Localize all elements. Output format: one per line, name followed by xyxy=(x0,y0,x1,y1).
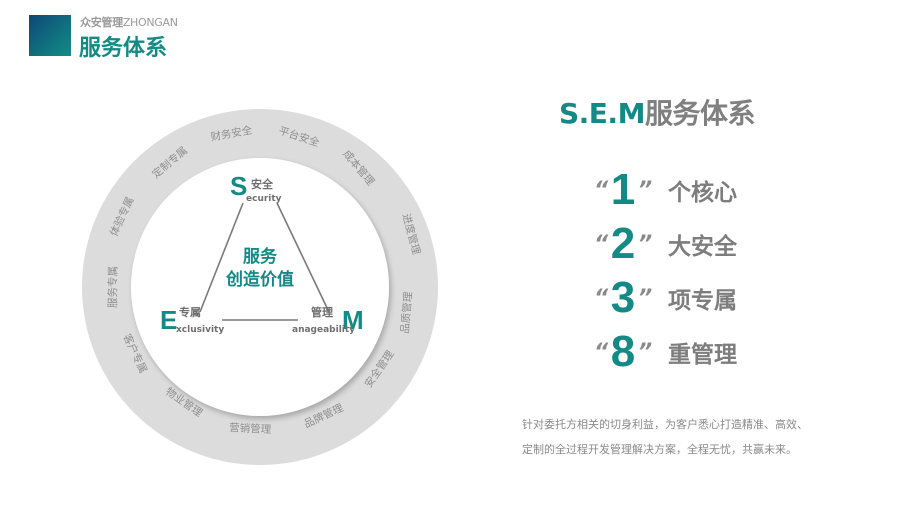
node-cn: 安全 xyxy=(251,177,274,191)
quote-close: ” xyxy=(638,285,653,311)
company-cn: 众安管理 xyxy=(80,16,123,29)
description-line: 定制的全过程开发管理解决方案，全程无忧，共赢未来。 xyxy=(522,443,797,456)
node-letter: E xyxy=(160,305,177,335)
stat-label: 重管理 xyxy=(668,342,737,368)
node-rest: anageability xyxy=(292,325,355,335)
ring-item: 服务专属 xyxy=(106,266,119,308)
description: 针对委托方相关的切身利益，为客户悉心打造精准、高效、 定制的全过程开发管理解决方… xyxy=(522,412,842,462)
company-name: 众安管理ZHONGAN xyxy=(80,14,178,30)
triangle-edge-sm xyxy=(276,202,330,313)
ring-item: 品质管理 xyxy=(398,291,415,334)
node-cn: 专属 xyxy=(179,305,201,319)
node-letter: M xyxy=(342,305,364,335)
center-text-line1: 服务 xyxy=(243,246,278,267)
quote-open: “ xyxy=(594,231,609,257)
stat-label: 大安全 xyxy=(668,234,737,260)
stat-number: 1 xyxy=(610,165,636,214)
quote-open: “ xyxy=(594,285,609,311)
stat-number: 3 xyxy=(610,273,636,322)
sem-ring-diagram: 财务安全 平台安全 成本管理 进度管理 品质管理 安全管理 品牌管理 营销管理 … xyxy=(80,107,440,467)
ring-graphic: 财务安全 平台安全 成本管理 进度管理 品质管理 安全管理 品牌管理 营销管理 … xyxy=(82,109,438,465)
quote-open: “ xyxy=(594,177,609,203)
stat-item: “ 8 ” 重管理 xyxy=(594,327,737,377)
stat-item: “ 2 ” 大安全 xyxy=(594,219,737,269)
quote-close: ” xyxy=(638,177,653,203)
stat-item: “ 1 ” 个核心 xyxy=(594,165,737,215)
stat-label: 个核心 xyxy=(668,180,737,206)
node-security: S 安全 ecurity xyxy=(230,171,282,204)
ring-item: 营销管理 xyxy=(229,421,272,436)
center-text-line2: 创造价值 xyxy=(225,269,294,290)
quote-close: ” xyxy=(638,339,653,365)
page-title: 服务体系 xyxy=(79,36,168,61)
sem-title: S.E.M服务体系 xyxy=(559,92,755,132)
description-line: 针对委托方相关的切身利益，为客户悉心打造精准、高效、 xyxy=(522,418,808,431)
node-rest: xclusivity xyxy=(176,325,224,335)
logo-square xyxy=(29,15,71,56)
quote-open: “ xyxy=(594,339,609,365)
sem-title-accent: S.E.M xyxy=(559,97,645,130)
stat-item: “ 3 ” 项专属 xyxy=(594,273,737,323)
company-en: ZHONGAN xyxy=(122,16,178,29)
node-letter: S xyxy=(230,171,247,201)
stat-number: 2 xyxy=(610,219,636,268)
node-manageability: 管理 M anageability xyxy=(292,305,364,335)
triangle-edge-se xyxy=(199,202,244,313)
inner-circle xyxy=(131,158,389,416)
node-rest: ecurity xyxy=(246,194,282,204)
sem-title-rest: 服务体系 xyxy=(644,97,756,130)
node-cn: 管理 xyxy=(311,305,333,319)
node-exclusivity: E 专属 xclusivity xyxy=(160,305,224,335)
quote-close: ” xyxy=(638,231,653,257)
stat-label: 项专属 xyxy=(668,288,737,314)
stat-number: 8 xyxy=(610,327,636,376)
